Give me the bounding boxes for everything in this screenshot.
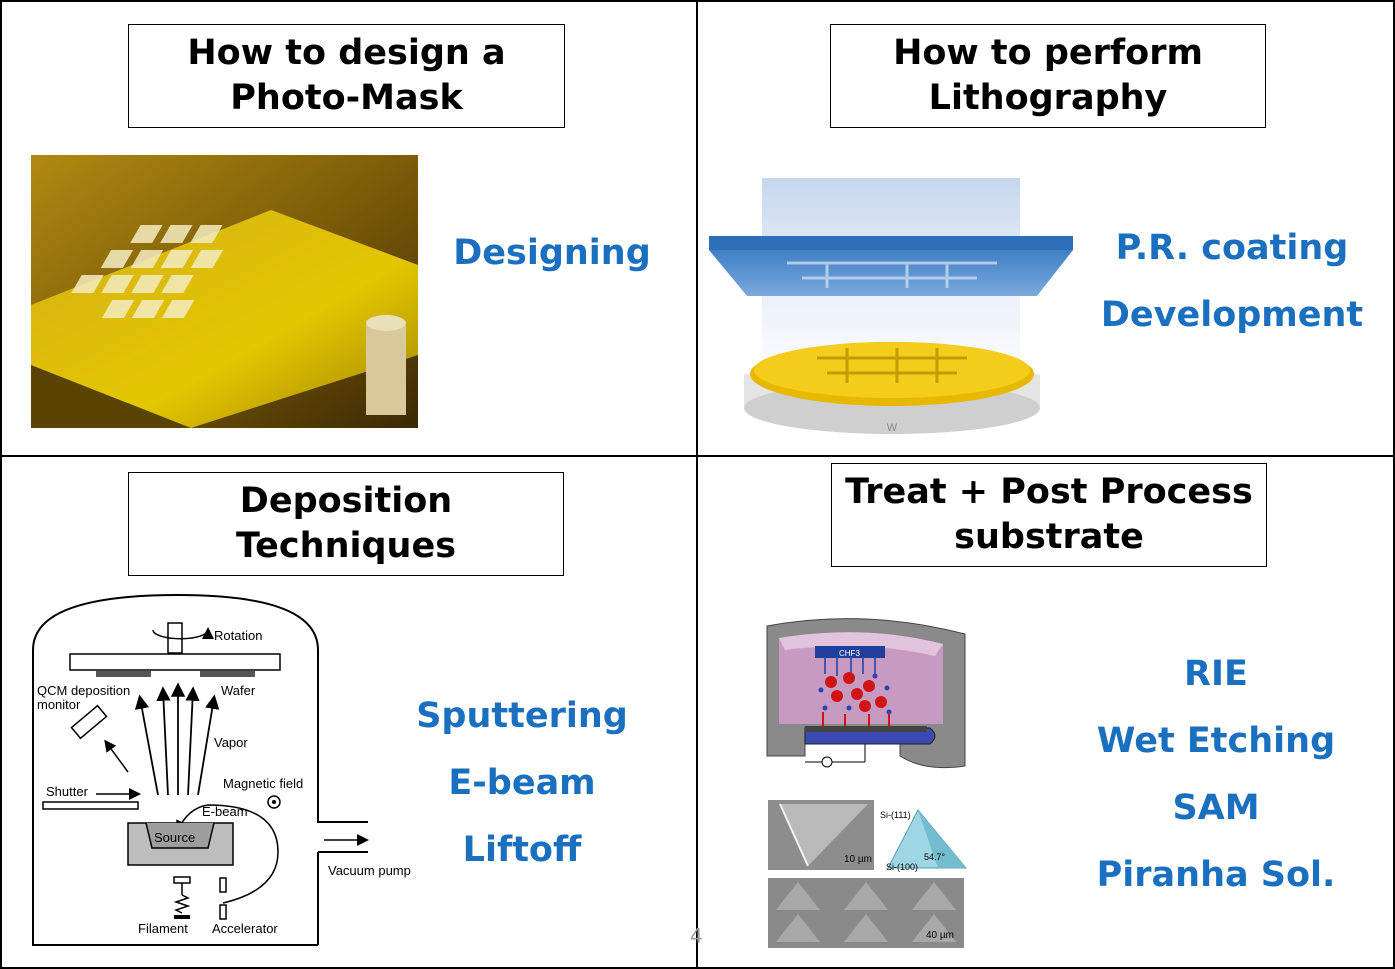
filament-text: Filament [138,921,188,936]
outer-border-right [1393,0,1395,969]
vertical-divider [696,0,698,969]
etching-sem-image: 10 µm Si-(111) Si-(100) 54.7° 40 µm [768,800,968,948]
source-text: Source [154,830,195,845]
sputtering-label: Sputtering [416,696,628,736]
magnetic-field-text: Magnetic field [223,776,303,791]
sam-label: SAM [1172,788,1260,828]
deposition-title-box: Deposition Techniques [128,472,564,576]
photomask-title-box: How to design a Photo-Mask [128,24,565,128]
scale-40um: 40 µm [926,930,954,941]
si111-label: Si-(111) [880,810,911,820]
title-line: Photo-Mask [230,78,463,118]
title-line: Treat + Post Process [845,472,1253,512]
ebeam-diagram: Rotation Wafer QCM deposition monitor Va… [32,593,411,946]
title-line: How to perform [893,33,1203,73]
piranha-label: Piranha Sol. [1096,855,1336,895]
wet-etching-label: Wet Etching [1096,721,1336,761]
title-line: How to design a [187,33,506,73]
photomask-image [31,155,418,428]
wafer-text: Wafer [221,683,256,698]
title-line: Lithography [928,78,1168,118]
outer-border-left [0,0,2,969]
accelerator-text: Accelerator [212,921,278,936]
designing-label: Designing [453,233,651,273]
rotation-text: Rotation [214,628,262,643]
angle-label: 54.7° [924,852,946,862]
svg-text:CHF3: CHF3 [839,649,860,658]
qcm-text-line1: QCM deposition [37,683,130,698]
pr-coating-label: P.R. coating [1115,228,1349,268]
vapor-text: Vapor [214,735,248,750]
horizontal-divider [0,455,1395,457]
development-label: Development [1100,295,1364,335]
scale-10um: 10 µm [844,854,872,865]
shutter-text: Shutter [46,784,89,799]
treatment-title-box: Treat + Post Process substrate [831,463,1267,567]
slide-number: 4 [690,924,703,948]
ebeam-label: E-beam [448,763,596,803]
qcm-text-line2: monitor [37,697,81,712]
rie-label: RIE [1184,654,1248,694]
si100-label: Si-(100) [886,862,918,872]
title-line: substrate [954,517,1144,557]
vacuum-pump-text: Vacuum pump [328,863,411,878]
svg-text:W: W [887,422,898,434]
lithography-title-box: How to perform Lithography [830,24,1266,128]
lithography-image: W [709,178,1073,434]
liftoff-label: Liftoff [462,830,582,870]
rie-chamber-image: CHF3 [766,618,966,769]
title-line: Deposition Techniques [235,481,457,566]
